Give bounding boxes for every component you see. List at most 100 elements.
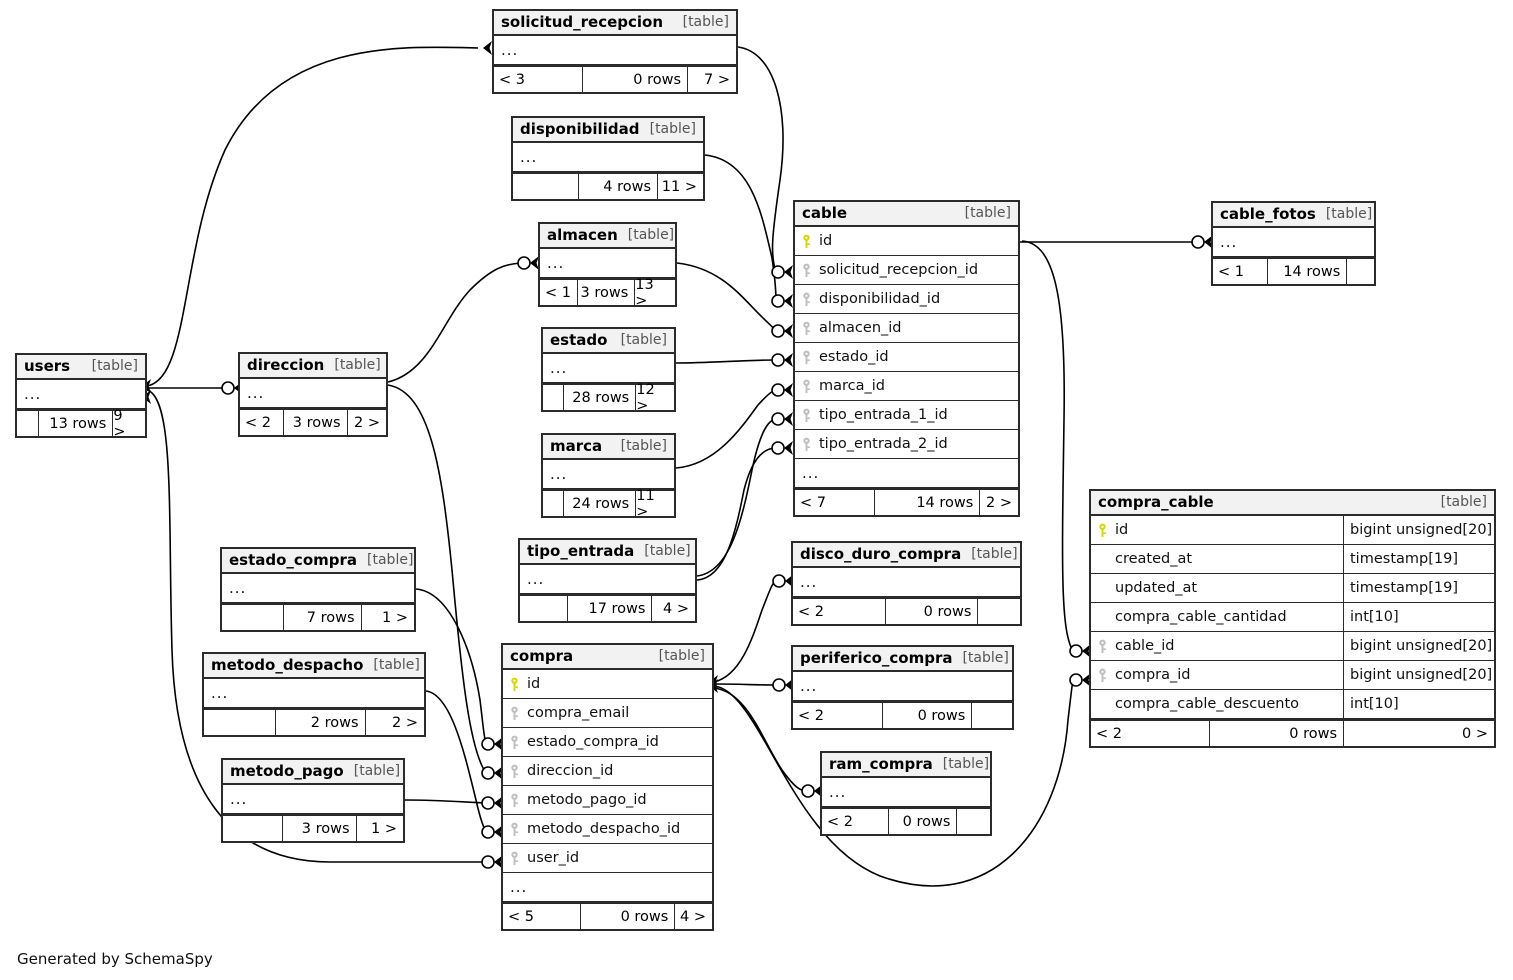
column-type-created_at: timestamp[19] [1343,545,1494,573]
primary-key-icon [795,234,817,249]
foreign-key-icon [503,822,525,837]
column-name-compra_email: compra_email [527,705,630,721]
footer-right-compra_cable: 0 > [1343,721,1494,746]
table-header-users: users[table] [17,355,145,380]
footer-right-cable: 2 > [979,490,1018,515]
primary-key-icon [1091,523,1113,538]
column-row-cable-almacen_id[interactable]: almacen_id [795,314,1018,343]
table-name-marca: marca [550,437,603,455]
footer-right-disco_duro_compra [977,599,1020,624]
footer-left-metodo_pago [223,816,282,841]
table-tag-compra: [table] [658,648,705,664]
column-row-cable-id[interactable]: id [795,227,1018,256]
footer-rows-disponibilidad: 4 rows [578,174,657,199]
column-row-compra-metodo_despacho_id[interactable]: metodo_despacho_id [503,815,712,844]
table-header-disco_duro_compra: disco_duro_compra[table] [793,543,1020,568]
table-name-compra: compra [510,647,574,665]
column-name-metodo_pago_id: metodo_pago_id [527,792,647,808]
column-type-cable_id: bigint unsigned[20] [1343,632,1494,660]
table-ellipsis-estado_compra: ... [222,574,414,603]
column-name-compra_id: compra_id [1115,667,1191,683]
column-row-compra-metodo_pago_id[interactable]: metodo_pago_id [503,786,712,815]
table-box-compra[interactable]: compra [table] id compra_email estado_compra… [501,643,714,931]
footer-right-almacen: 13 > [634,277,675,309]
edge-compra_cable-cable [1021,240,1074,652]
edge-cable-estado [675,359,777,364]
table-header-estado: estado[table] [543,329,674,354]
table-tag-periferico_compra: [table] [962,650,1009,666]
table-tag-marca: [table] [620,438,667,454]
footer-right-metodo_pago: 1 > [355,816,404,841]
foreign-key-icon [795,379,817,394]
footer-rows-marca: 24 rows [563,491,635,516]
footer-right-tipo_entrada: 4 > [651,596,695,621]
footer-rows-metodo_pago: 3 rows [282,816,355,841]
table-header-estado_compra: estado_compra[table] [222,549,414,574]
table-tag-ram_compra: [table] [942,756,990,772]
column-row-compra-user_id[interactable]: user_id [503,844,712,873]
column-row-cable-estado_id[interactable]: estado_id [795,343,1018,372]
column-row-compra-estado_compra_id[interactable]: estado_compra_id [503,728,712,757]
column-row-cable-tipo_entrada_1_id[interactable]: tipo_entrada_1_id [795,401,1018,430]
table-tag-users: [table] [91,358,138,374]
footer-left-tipo_entrada [520,596,567,621]
edge-compra-metodo_despacho [425,690,487,833]
table-name-ram_compra: ram_compra [829,755,933,773]
table-header-metodo_pago: metodo_pago[table] [223,760,403,785]
table-tag-compra_cable: [table] [1440,494,1487,510]
footer-rows-periferico_compra: 0 rows [882,703,971,728]
foreign-key-icon [795,321,817,336]
column-row-compra-compra_email[interactable]: compra_email [503,699,712,728]
edge-cable-disponibilidad [704,154,777,302]
footer-rows-disco_duro_compra: 0 rows [885,599,977,624]
column-row-cable-tipo_entrada_2_id[interactable]: tipo_entrada_2_id [795,430,1018,459]
table-name-compra_cable: compra_cable [1098,493,1214,511]
column-row-cable-disponibilidad_id[interactable]: disponibilidad_id [795,285,1018,314]
footer-right-marca: 11 > [635,488,674,520]
column-row-cable-marca_id[interactable]: marca_id [795,372,1018,401]
column-name-solicitud_recepcion_id: solicitud_recepcion_id [819,262,979,278]
column-type-updated_at: timestamp[19] [1343,574,1494,602]
column-row-cable-solicitud_recepcion_id[interactable]: solicitud_recepcion_id [795,256,1018,285]
table-ellipsis-users: ... [17,380,145,409]
edge-compra-estado_compra [415,588,487,745]
column-row-compra-id[interactable]: id [503,670,712,699]
edge-cable-almacen [676,262,777,332]
footer-left-estado [543,385,563,410]
column-name-almacen_id: almacen_id [819,320,902,336]
column-row-compra-direccion_id[interactable]: direccion_id [503,757,712,786]
column-name-estado_compra_id: estado_compra_id [527,734,659,750]
